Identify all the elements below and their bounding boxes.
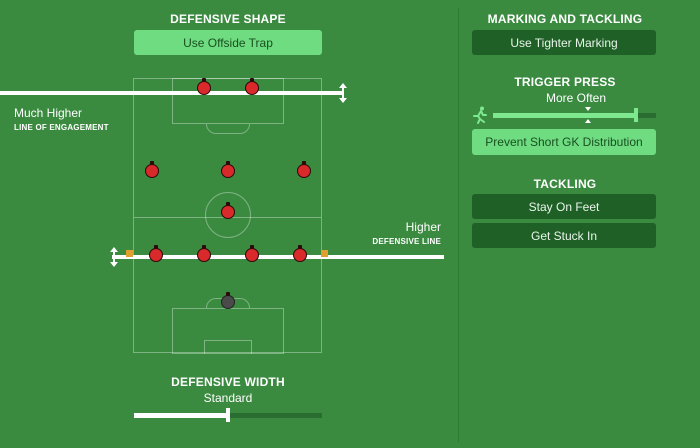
defensive-width-value: Standard [203, 391, 253, 405]
offside-flag-icon-right [321, 250, 328, 257]
defensive-line-drag-handle[interactable] [108, 246, 120, 268]
trigger-press-slider-fill [493, 113, 636, 118]
trigger-press-default-marker [585, 107, 591, 123]
line-of-engagement-drag-handle[interactable] [337, 82, 349, 104]
defensive-shape-heading: DEFENSIVE SHAPE [170, 12, 286, 26]
player-defender-3[interactable] [245, 245, 259, 262]
defensive-width-slider-thumb[interactable] [226, 408, 230, 422]
player-defender-2[interactable] [197, 245, 211, 262]
defensive-line-label: DEFENSIVE LINE [372, 237, 441, 246]
use-tighter-marking-button[interactable]: Use Tighter Marking [472, 30, 656, 55]
running-player-icon [472, 106, 488, 124]
panel-divider [458, 8, 459, 442]
defensive-width-heading: DEFENSIVE WIDTH [171, 375, 285, 389]
line-of-engagement-bar[interactable] [0, 91, 342, 95]
player-goalkeeper[interactable] [221, 292, 235, 309]
line-of-engagement-label: LINE OF ENGAGEMENT [14, 123, 109, 132]
player-defensive-midfield[interactable] [221, 202, 235, 219]
player-midfield-centre[interactable] [221, 161, 235, 178]
tackling-heading: TACKLING [533, 177, 597, 191]
player-midfield-right[interactable] [297, 161, 311, 178]
defensive-width-slider-fill [134, 413, 228, 418]
get-stuck-in-button[interactable]: Get Stuck In [472, 223, 656, 248]
player-defender-4[interactable] [293, 245, 307, 262]
defensive-line-value: Higher [405, 220, 441, 234]
offside-flag-icon-left [126, 250, 133, 257]
line-of-engagement-value: Much Higher [14, 106, 83, 120]
stay-on-feet-button[interactable]: Stay On Feet [472, 194, 656, 219]
top-penalty-box [172, 78, 284, 124]
player-forward-left[interactable] [197, 78, 211, 95]
top-penalty-arc [206, 124, 250, 134]
defensive-line-bar[interactable] [112, 255, 444, 259]
trigger-press-slider-thumb[interactable] [634, 108, 638, 122]
marking-heading: MARKING AND TACKLING [487, 12, 643, 26]
trigger-press-value: More Often [545, 91, 607, 105]
prevent-short-gk-distribution-button[interactable]: Prevent Short GK Distribution [472, 129, 656, 155]
player-midfield-left[interactable] [145, 161, 159, 178]
player-defender-1[interactable] [149, 245, 163, 262]
use-offside-trap-button[interactable]: Use Offside Trap [134, 30, 322, 55]
defensive-width-slider[interactable] [134, 408, 322, 422]
bottom-six-yard-box [204, 340, 252, 354]
trigger-press-slider[interactable] [493, 107, 656, 123]
player-forward-right[interactable] [245, 78, 259, 95]
trigger-press-heading: TRIGGER PRESS [514, 75, 616, 89]
centre-circle [205, 192, 251, 238]
